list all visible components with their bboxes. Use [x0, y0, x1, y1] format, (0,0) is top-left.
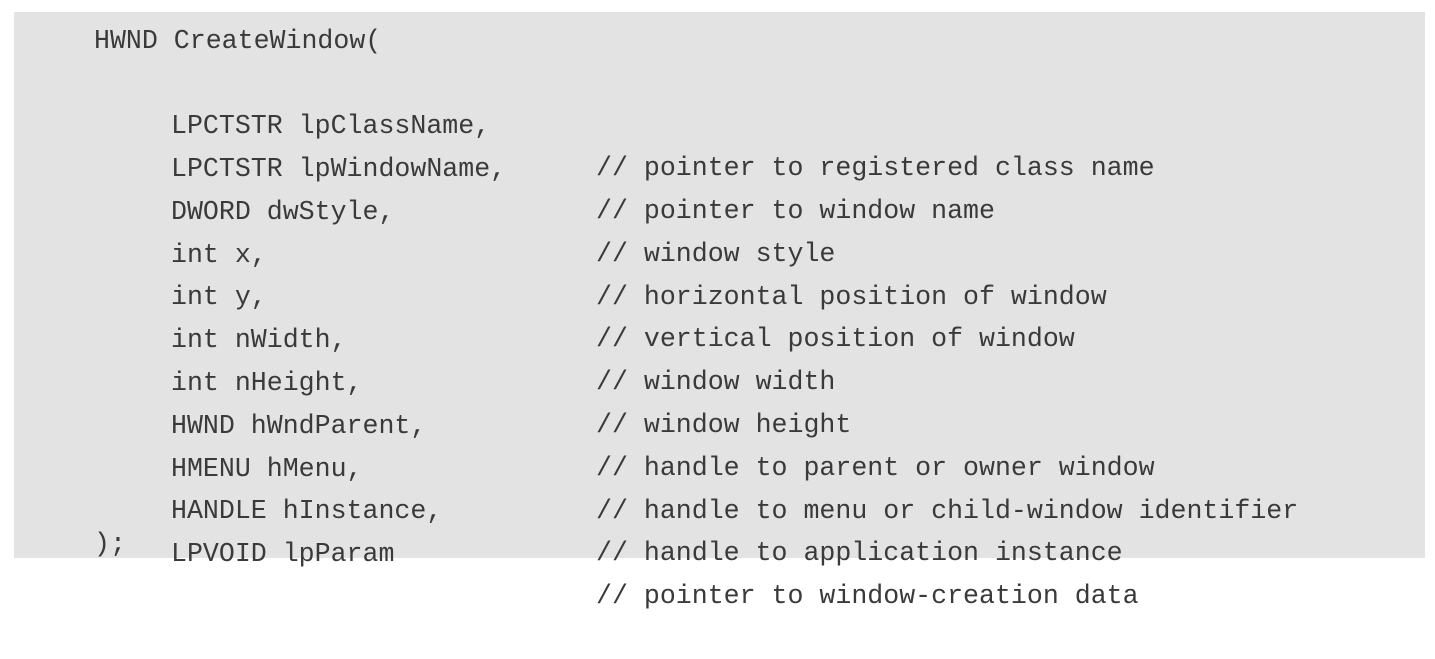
param-declaration: int y,: [171, 282, 267, 312]
param-comment: // handle to application instance: [596, 538, 1123, 568]
param-declaration: LPCTSTR lpClassName,: [171, 111, 491, 141]
param-declaration: int x,: [171, 240, 267, 270]
param-comment: // vertical position of window: [596, 324, 1075, 354]
param-declaration: int nWidth,: [171, 325, 347, 355]
param-line: HWND hWndParent, // handle to parent or …: [14, 363, 1425, 483]
param-declaration: HANDLE hInstance,: [171, 496, 443, 526]
param-comment: // pointer to window-creation data: [596, 581, 1139, 611]
param-line: HANDLE hInstance, // handle to applicati…: [14, 448, 1425, 568]
param-comment: // pointer to window name: [596, 196, 995, 226]
param-comment: // horizontal position of window: [596, 282, 1107, 312]
param-comment: // window height: [596, 410, 852, 440]
param-declaration: HWND hWndParent,: [171, 411, 427, 441]
param-line: int x, // horizontal position of window: [14, 192, 1425, 312]
param-line: LPVOID lpParam // pointer to window-crea…: [14, 491, 1425, 611]
closing-line: );: [94, 529, 126, 559]
param-declaration: HMENU hMenu,: [171, 454, 363, 484]
param-declaration: LPCTSTR lpWindowName,: [171, 154, 507, 184]
param-comment: // window width: [596, 367, 836, 397]
param-line: DWORD dwStyle, // window style: [14, 149, 1425, 269]
param-comment: // handle to menu or child-window identi…: [596, 496, 1299, 526]
param-line: LPCTSTR lpWindowName, // pointer to wind…: [14, 106, 1425, 226]
param-line: int nWidth, // window width: [14, 277, 1425, 397]
param-comment: // pointer to registered class name: [596, 153, 1155, 183]
param-declaration: DWORD dwStyle,: [171, 197, 395, 227]
param-declaration: LPVOID lpParam: [171, 539, 395, 569]
code-block: HWND CreateWindow( LPCTSTR lpClassName, …: [14, 12, 1425, 611]
param-declaration: int nHeight,: [171, 368, 363, 398]
param-comment: // handle to parent or owner window: [596, 453, 1155, 483]
function-signature-line: HWND CreateWindow(: [94, 26, 382, 56]
param-line: int nHeight, // window height: [14, 320, 1425, 440]
param-comment: // window style: [596, 239, 836, 269]
param-line: int y, // vertical position of window: [14, 234, 1425, 354]
param-line: HMENU hMenu, // handle to menu or child-…: [14, 406, 1425, 526]
param-line: LPCTSTR lpClassName, // pointer to regis…: [14, 63, 1425, 183]
